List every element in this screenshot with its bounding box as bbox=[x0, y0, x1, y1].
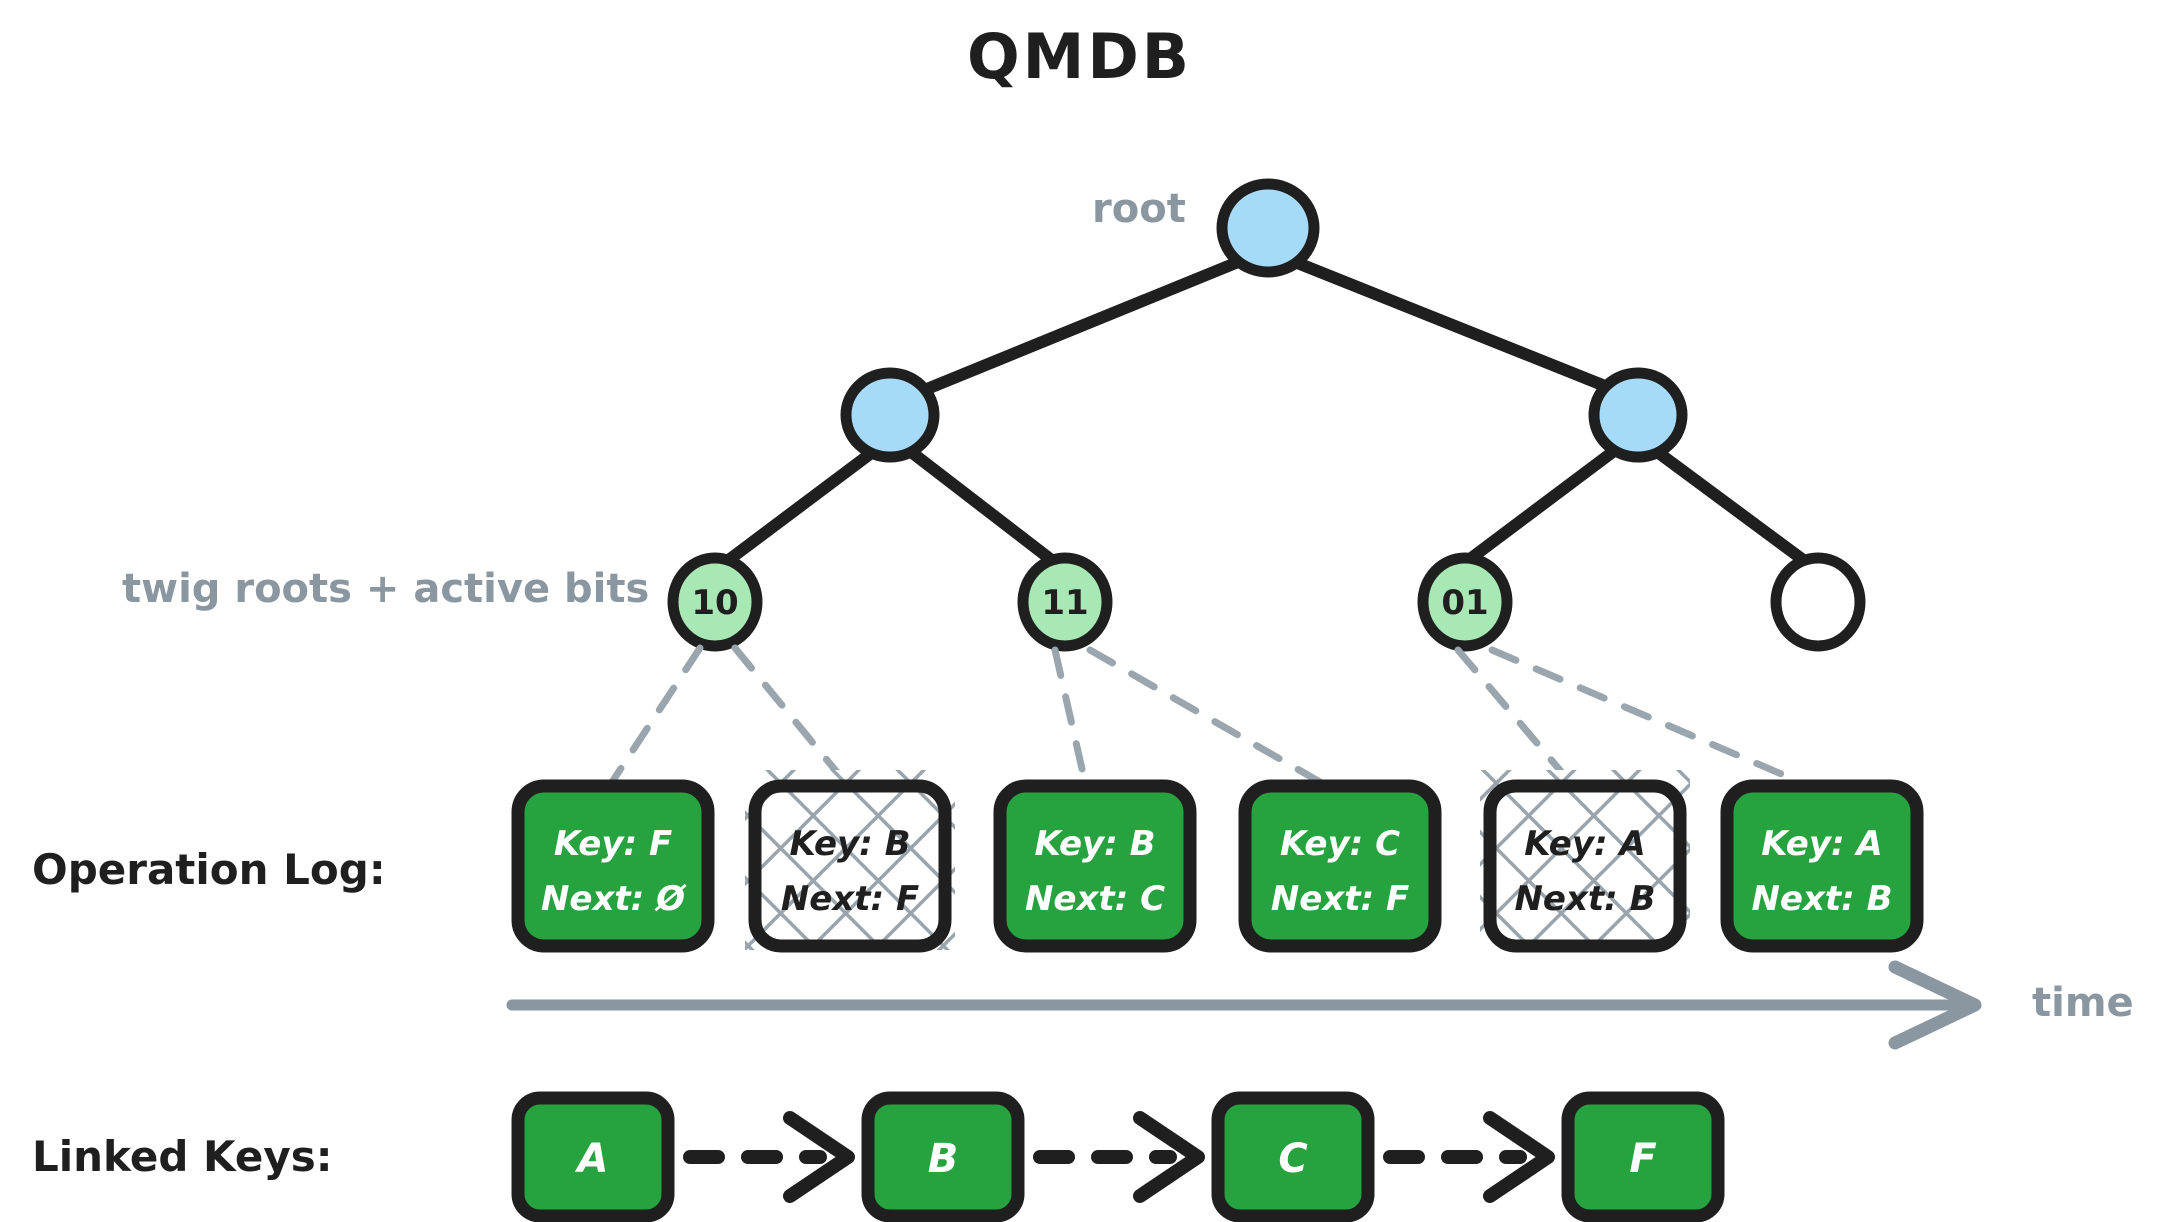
tree-nodes: 10 11 01 bbox=[667, 178, 1866, 652]
operation-log-entry-1[interactable]: Key: F Next: Ø bbox=[511, 779, 715, 953]
linked-keys-chain: A B C F bbox=[511, 1091, 1725, 1222]
linked-keys-arrowhead-b-c bbox=[1133, 1111, 1205, 1203]
linked-keys-label: Linked Keys: bbox=[32, 1132, 333, 1181]
operation-log-entry-3-key: Key: B bbox=[1034, 824, 1155, 864]
page-title: QMDB bbox=[966, 20, 1193, 93]
twig-node-01-label: 01 bbox=[1441, 583, 1488, 623]
linked-key-node-a[interactable]: A bbox=[511, 1091, 675, 1222]
twig-to-log-connectors bbox=[608, 644, 1804, 786]
hatch-overlay-entry-2 bbox=[745, 770, 955, 950]
operation-log-entry-6[interactable]: Key: A Next: B bbox=[1720, 779, 1924, 953]
linked-key-node-c-label: C bbox=[1278, 1136, 1307, 1182]
connector-01-to-entry-5 bbox=[1454, 646, 1574, 786]
operation-log-entry-6-key: Key: A bbox=[1761, 824, 1882, 864]
linked-key-node-b-label: B bbox=[928, 1136, 959, 1182]
linked-key-node-f[interactable]: F bbox=[1561, 1091, 1725, 1222]
twig-node-01[interactable] bbox=[1417, 552, 1513, 652]
operation-log-entry-2-key: Key: B bbox=[789, 824, 910, 864]
operation-log-entry-1-key: Key: F bbox=[554, 824, 672, 864]
operation-log-entry-5-next: Next: B bbox=[1514, 879, 1655, 919]
tree-node-internal-left[interactable] bbox=[840, 367, 940, 463]
twig-node-11[interactable] bbox=[1017, 552, 1113, 652]
connector-10-to-entry-1 bbox=[608, 644, 704, 786]
hatch-overlay-entry-5 bbox=[1480, 770, 1690, 950]
twig-node-10[interactable] bbox=[667, 552, 763, 652]
connector-11-to-entry-3 bbox=[1051, 646, 1089, 786]
twig-node-11-label: 11 bbox=[1041, 583, 1088, 623]
operation-log-entry-1-next: Next: Ø bbox=[541, 879, 687, 919]
operation-log-entry-4-next: Next: F bbox=[1271, 879, 1409, 919]
tree-edges bbox=[716, 254, 1816, 571]
twig-node-10-label: 10 bbox=[691, 583, 738, 623]
twig-roots-label: twig roots + active bits bbox=[122, 566, 650, 612]
time-axis-arrow bbox=[506, 960, 1982, 1050]
operation-log-entry-3[interactable]: Key: B Next: C bbox=[993, 779, 1197, 953]
operation-log-entry-3-next: Next: C bbox=[1025, 879, 1165, 919]
operation-log-entry-2-next: Next: F bbox=[781, 879, 919, 919]
twig-node-empty[interactable] bbox=[1770, 552, 1866, 652]
tree-node-internal-right[interactable] bbox=[1588, 367, 1688, 463]
linked-key-node-a-label: A bbox=[575, 1136, 609, 1182]
operation-log-entry-4-key: Key: C bbox=[1280, 824, 1400, 864]
operation-log-entries: Key: F Next: Ø Key: B Next: F Key: B Nex… bbox=[511, 770, 1924, 953]
tree-node-root[interactable] bbox=[1216, 178, 1320, 278]
operation-log-label: Operation Log: bbox=[32, 845, 386, 894]
linked-keys-arrows bbox=[683, 1111, 1555, 1203]
connector-01-to-entry-6 bbox=[1488, 646, 1804, 786]
linked-keys-arrowhead-a-b bbox=[783, 1111, 855, 1203]
operation-log-entry-4[interactable]: Key: C Next: F bbox=[1238, 779, 1442, 953]
linked-key-node-c[interactable]: C bbox=[1211, 1091, 1375, 1222]
operation-log-entry-5-key: Key: A bbox=[1524, 824, 1645, 864]
linked-key-node-f-label: F bbox=[1629, 1136, 1656, 1182]
connector-10-to-entry-2 bbox=[731, 644, 849, 786]
operation-log-entry-2[interactable]: Key: B Next: F bbox=[745, 770, 955, 953]
connector-11-to-entry-4 bbox=[1086, 646, 1324, 786]
root-label: root bbox=[1092, 186, 1186, 232]
linked-keys-arrowhead-c-f bbox=[1483, 1111, 1555, 1203]
time-axis-label: time bbox=[2032, 980, 2134, 1026]
operation-log-entry-6-next: Next: B bbox=[1751, 879, 1892, 919]
time-arrowhead bbox=[1888, 960, 1982, 1050]
operation-log-entry-5[interactable]: Key: A Next: B bbox=[1480, 770, 1690, 953]
linked-key-node-b[interactable]: B bbox=[861, 1091, 1025, 1222]
